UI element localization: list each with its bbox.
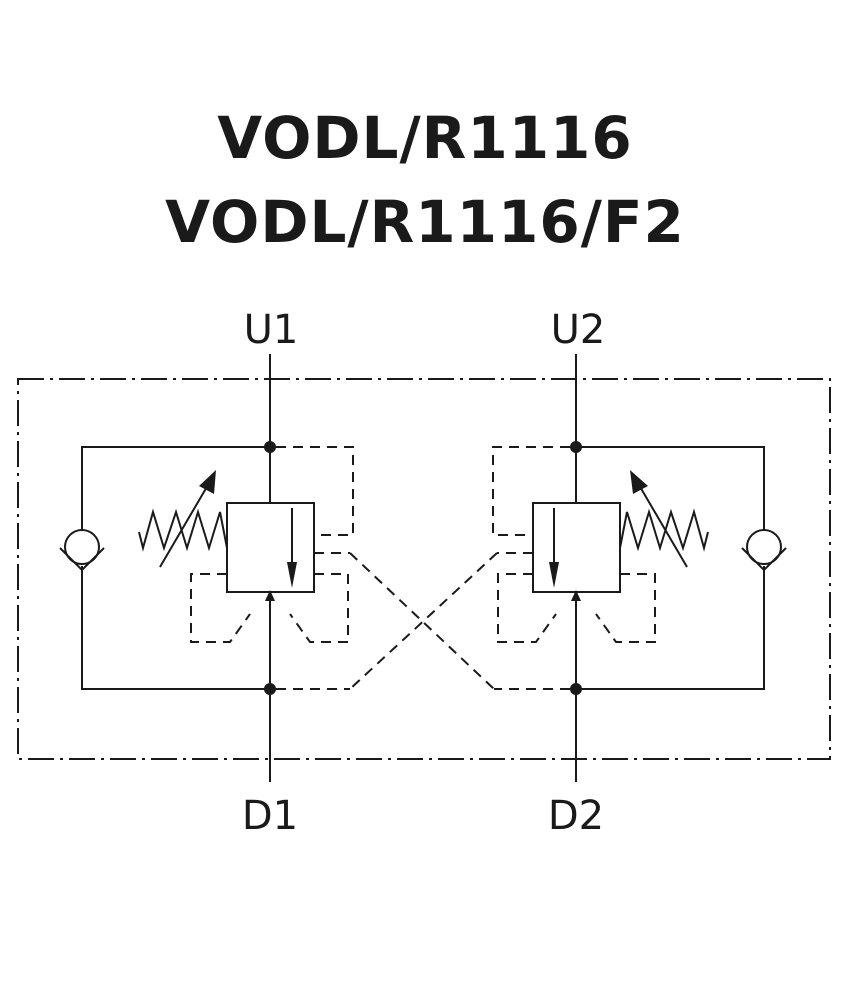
right-adjust-arrow-line — [638, 484, 688, 568]
left-bypass-line — [81, 446, 270, 530]
right-junction-upper — [570, 441, 582, 453]
right-check-valve-ball — [746, 529, 782, 565]
right-inlet-arrow-icon — [571, 590, 581, 601]
right-bypass-line-lower — [576, 566, 765, 690]
model-title-variant: VODL/R1116/F2 — [165, 188, 685, 256]
right-drain-line-left — [497, 573, 557, 643]
right-bypass-line — [576, 446, 765, 530]
left-junction-upper — [264, 441, 276, 453]
left-spring-icon — [138, 508, 228, 552]
left-check-valve-seat — [59, 547, 105, 572]
port-label-u1: U1 — [244, 307, 299, 353]
right-pilot-line-upper — [492, 446, 570, 536]
right-drain-line-right — [595, 573, 656, 643]
left-inlet-arrow-icon — [265, 590, 275, 601]
cross-pilot-right-to-left — [349, 552, 498, 690]
right-valve-spool-box — [532, 502, 621, 593]
port-label-u2: U2 — [551, 307, 606, 353]
left-adjust-arrow-line — [159, 484, 209, 568]
left-pilot-line-upper — [276, 446, 354, 536]
left-junction-lower — [264, 683, 276, 695]
port-label-d2: D2 — [548, 793, 604, 839]
right-valve-circuit — [492, 354, 787, 782]
valve-body-boundary — [17, 378, 831, 760]
port-label-d1: D1 — [242, 793, 298, 839]
left-bypass-line-lower — [81, 566, 270, 690]
cross-pilot-lines — [349, 552, 498, 690]
left-drain-line-left — [190, 573, 251, 643]
left-adjust-arrow-icon — [199, 470, 216, 494]
left-valve-circuit — [59, 354, 354, 782]
title-block: VODL/R1116 VODL/R1116/F2 — [0, 96, 850, 264]
left-spool-arrow-icon — [287, 562, 297, 588]
model-title-primary: VODL/R1116 — [217, 104, 633, 172]
right-spring-icon — [619, 508, 709, 552]
left-check-valve-ball — [64, 529, 100, 565]
right-spool-arrow-icon — [549, 562, 559, 588]
left-drain-line-right — [289, 573, 349, 643]
right-junction-lower — [570, 683, 582, 695]
left-valve-spool-box — [226, 502, 315, 593]
right-check-valve-seat — [741, 547, 787, 572]
right-adjust-arrow-icon — [630, 470, 648, 494]
